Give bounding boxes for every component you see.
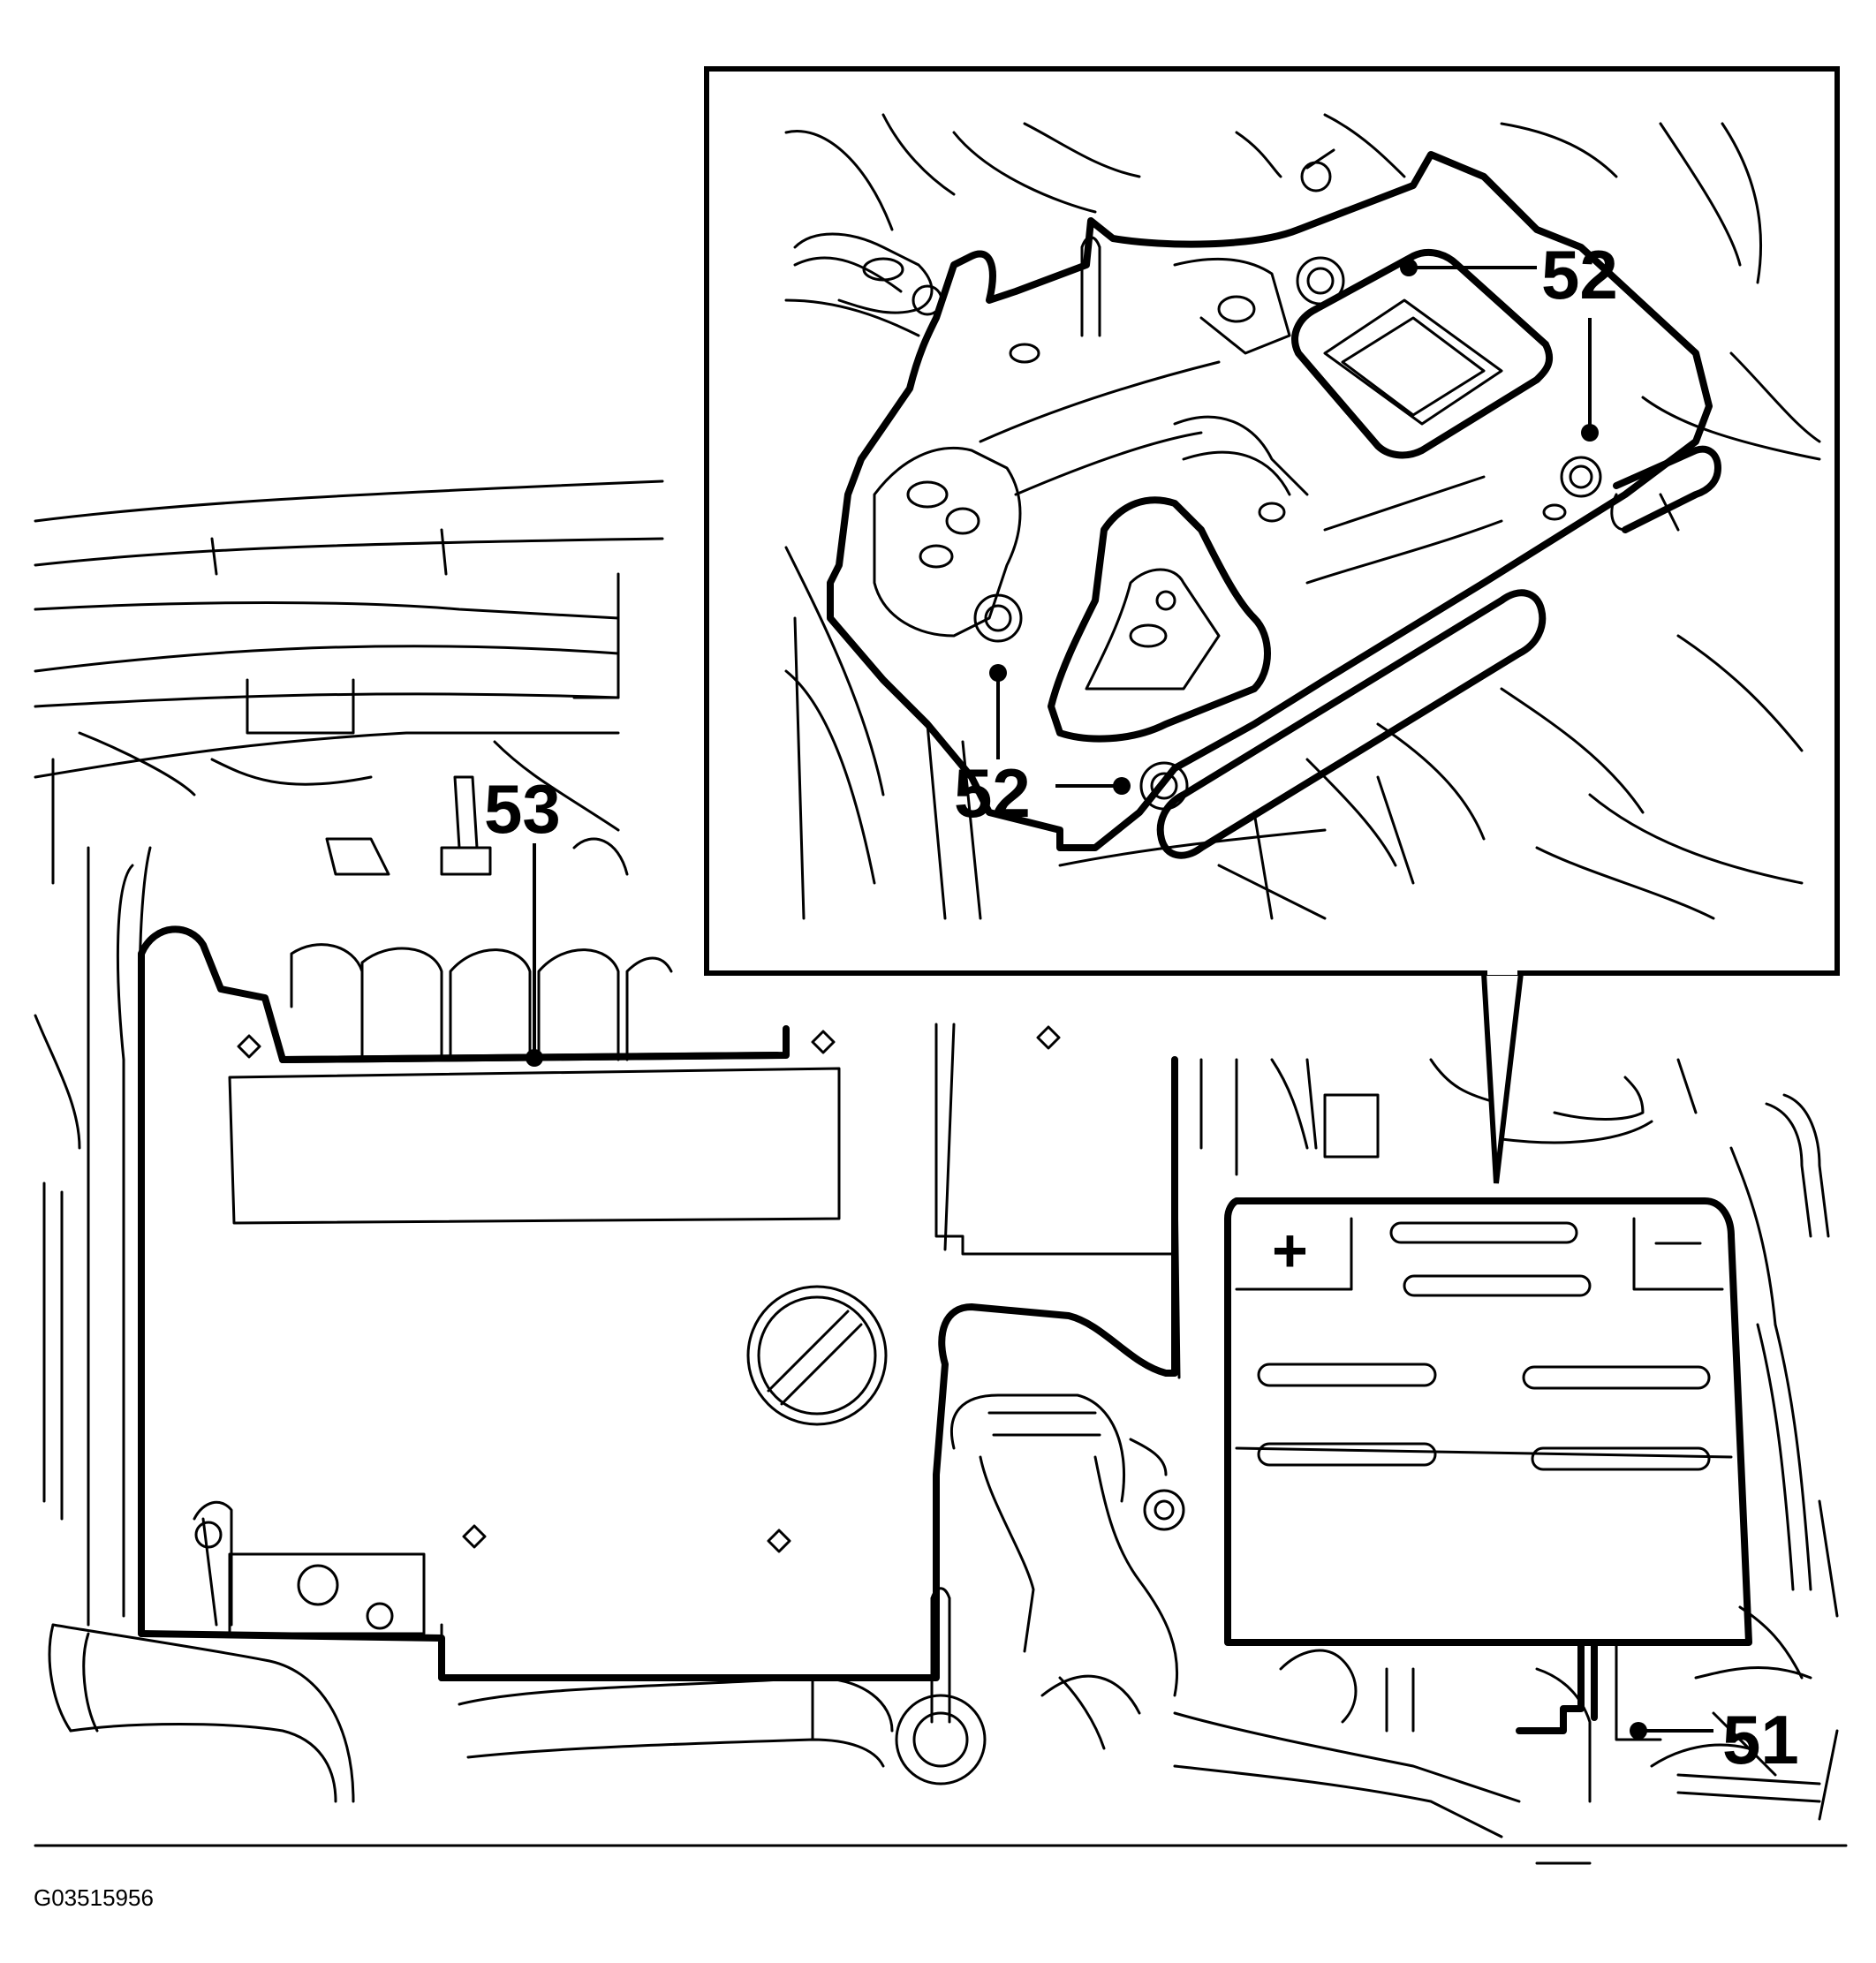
callout-label-52-left: 52 — [954, 754, 1031, 832]
figure-id: G03515956 — [34, 1884, 154, 1911]
battery: + — [1224, 1197, 1752, 1734]
right-side-wiring — [1173, 1058, 1839, 1821]
engine-cover — [138, 925, 1178, 1681]
oil-filler-cap — [746, 1285, 888, 1426]
callout-52-top-right: 52 — [1400, 236, 1618, 313]
lower-hoses — [34, 1393, 1848, 1865]
inset-detail-panel — [704, 66, 1840, 1184]
callout-51: 51 — [1630, 1701, 1799, 1778]
callout-52-right — [1581, 318, 1599, 442]
callout-53: 53 — [484, 770, 561, 1067]
positive-terminal-symbol: + — [1272, 1216, 1308, 1285]
callout-label-51: 51 — [1722, 1701, 1799, 1778]
callout-label-52-top-right: 52 — [1541, 236, 1618, 313]
callout-52-left: 52 — [954, 664, 1131, 832]
engine-bay-linework — [34, 479, 673, 1627]
callout-label-53: 53 — [484, 770, 561, 848]
inset-pointer — [1480, 970, 1524, 1184]
mounting-nuts — [973, 256, 1602, 811]
